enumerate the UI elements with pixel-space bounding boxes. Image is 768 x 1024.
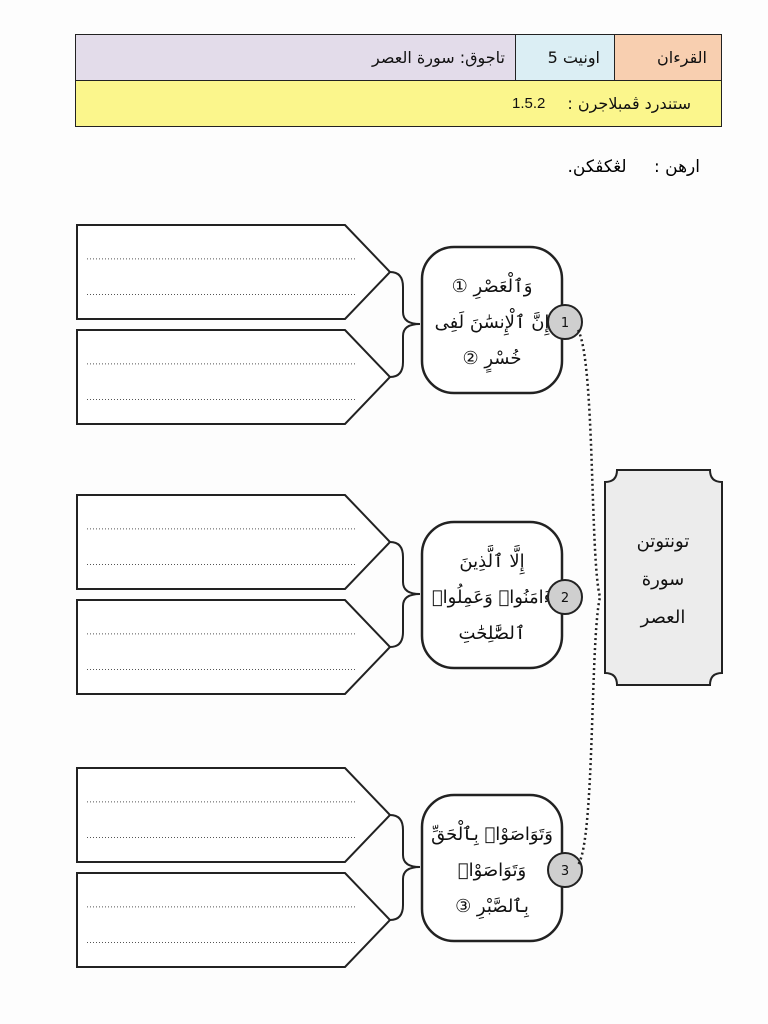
subject-cell: القرءان xyxy=(614,34,722,81)
topic-cell: تاجوق: سورة العصر xyxy=(75,34,516,81)
verse-line: وَتَوَاصَوْا۟ xyxy=(458,860,526,881)
verse-line: وَٱلْعَصْرِ ① xyxy=(452,272,533,299)
brace xyxy=(389,271,421,378)
subject-label: القرءان xyxy=(657,48,707,67)
verse-number: 2 xyxy=(561,591,569,606)
center-box xyxy=(604,469,723,686)
answer-box[interactable] xyxy=(76,494,392,590)
instruction: ارهن : لڠكڤكن. xyxy=(568,157,701,177)
verse-number: 1 xyxy=(561,316,569,331)
verse-number: 3 xyxy=(561,864,569,879)
answer-box[interactable] xyxy=(76,599,392,695)
standard-value: 1.5.2 xyxy=(512,95,546,112)
standard-label: ستندرد ڤمبلاجرن : xyxy=(567,94,691,113)
verse-number-badge xyxy=(547,579,583,615)
instruction-label: ارهن : xyxy=(654,157,700,177)
answer-box[interactable] xyxy=(76,224,392,320)
verse-line: وَتَوَاصَوْا۟ بِٱلْحَقِّ xyxy=(431,820,553,846)
verse-line: بِٱلصَّبْرِ ③ xyxy=(455,896,530,919)
standard-cell: ستندرد ڤمبلاجرن : 1.5.2 xyxy=(75,80,722,127)
verse-line: إِنَّ ٱلْإِنسَٰنَ لَفِى xyxy=(435,308,551,336)
answer-box[interactable] xyxy=(76,767,392,863)
verse-line: ءَامَنُوا۟ وَعَمِلُوا۟ xyxy=(432,583,552,608)
verse-number-badge xyxy=(547,852,583,888)
center-line-2: سورة xyxy=(642,569,685,590)
center-line-3: العصر xyxy=(640,607,686,628)
instruction-text: لڠكڤكن. xyxy=(567,157,627,177)
brace xyxy=(389,814,421,921)
brace xyxy=(389,541,421,648)
verse-line: ٱلصَّٰلِحَٰتِ xyxy=(459,623,526,644)
answer-box[interactable] xyxy=(76,329,392,425)
connector-dotted-line xyxy=(576,329,602,866)
verse-number-badge xyxy=(547,304,583,340)
unit-label: اونيت 5 xyxy=(547,48,600,67)
answer-box[interactable] xyxy=(76,872,392,968)
center-line-1: تونتوتن xyxy=(637,531,690,552)
topic-label: تاجوق: سورة العصر xyxy=(372,48,505,67)
